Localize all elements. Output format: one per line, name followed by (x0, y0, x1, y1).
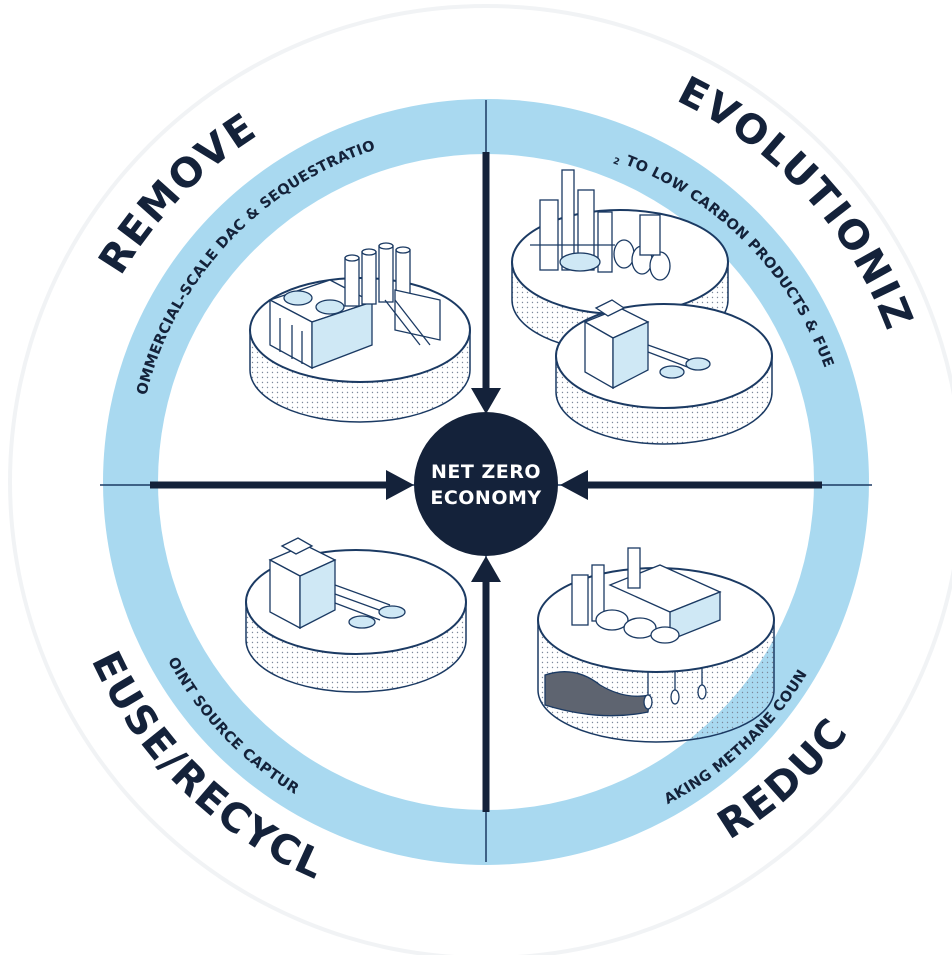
methane-facility-icon (537, 547, 775, 743)
arrow-from-right (560, 470, 822, 500)
arrow-from-left (150, 470, 414, 500)
arrow-from-bottom (471, 556, 501, 812)
capture-facility-icon (245, 537, 467, 693)
refinery-plant-icon (511, 169, 773, 445)
dac-plant-icon (249, 242, 471, 423)
center-line-1: NET ZERO (431, 461, 541, 483)
center-line-2: ECONOMY (430, 487, 541, 509)
arrow-from-top (471, 152, 501, 414)
center-disc (414, 412, 558, 556)
